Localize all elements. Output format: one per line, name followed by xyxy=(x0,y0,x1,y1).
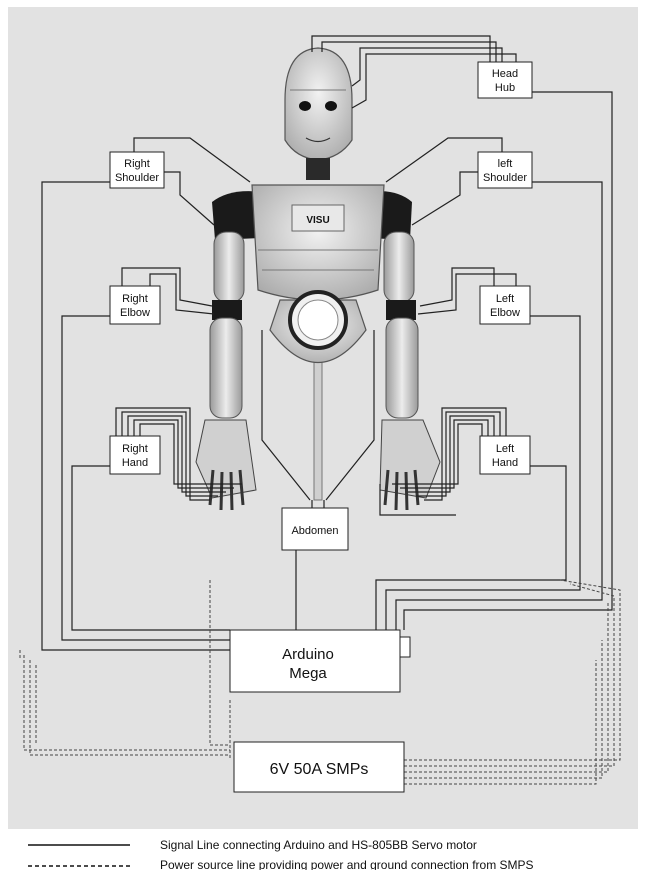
right-hand-label-1: Right xyxy=(122,443,148,455)
left-elbow-label-1: Left xyxy=(496,293,514,305)
right-shoulder-box: Right Shoulder xyxy=(109,151,165,189)
signal-lines xyxy=(41,35,613,651)
right-shoulder-label-2: Shoulder xyxy=(115,172,159,184)
robot-eye-right xyxy=(299,101,311,111)
robot-neck xyxy=(306,158,330,180)
robot-arm-left xyxy=(379,231,441,511)
legend-power-text: Power source line providing power and gr… xyxy=(160,858,534,870)
robot-abdomen-disk xyxy=(269,290,367,364)
right-shoulder-label-1: Right xyxy=(124,158,150,170)
abdomen-box: Abdomen xyxy=(281,507,349,551)
head-hub-label-1: Head xyxy=(492,68,518,80)
arduino-label-1: Arduino xyxy=(282,646,334,663)
right-hand-label-2: Hand xyxy=(122,457,148,469)
left-elbow-label-2: Elbow xyxy=(490,307,520,319)
abdomen-label: Abdomen xyxy=(291,525,338,537)
robot-eye-left xyxy=(325,101,337,111)
left-hand-label-1: Left xyxy=(496,443,514,455)
legend: Signal Line connecting Arduino and HS-80… xyxy=(28,838,534,870)
right-elbow-box: Right Elbow xyxy=(109,285,161,325)
robot-arm-right xyxy=(195,231,257,511)
arduino-label-2: Mega xyxy=(289,665,327,682)
right-elbow-label-2: Elbow xyxy=(120,307,150,319)
left-shoulder-box: left Shoulder xyxy=(477,151,533,189)
left-elbow-box: Left Elbow xyxy=(479,285,531,325)
smps-label: 6V 50A SMPs xyxy=(270,761,369,778)
right-elbow-label-1: Right xyxy=(122,293,148,305)
right-hand-box: Right Hand xyxy=(109,435,161,475)
smps-box: 6V 50A SMPs xyxy=(233,741,405,793)
left-shoulder-label-1: left xyxy=(498,158,513,170)
left-hand-label-2: Hand xyxy=(492,457,518,469)
left-shoulder-label-2: Shoulder xyxy=(483,172,527,184)
legend-signal-text: Signal Line connecting Arduino and HS-80… xyxy=(160,838,477,852)
left-hand-box: Left Hand xyxy=(479,435,531,475)
robot-illustration: VISU xyxy=(195,47,441,511)
robot-shoulder-right xyxy=(212,191,262,240)
head-hub-label-2: Hub xyxy=(495,82,515,94)
robot-head xyxy=(284,47,353,180)
arduino-box: Arduino Mega xyxy=(229,629,411,693)
head-hub-box: Head Hub xyxy=(477,61,533,99)
robot-torso: VISU xyxy=(251,184,385,301)
arduino-port xyxy=(399,636,411,658)
robot-chest-label: VISU xyxy=(306,215,329,226)
power-lines xyxy=(19,579,621,785)
